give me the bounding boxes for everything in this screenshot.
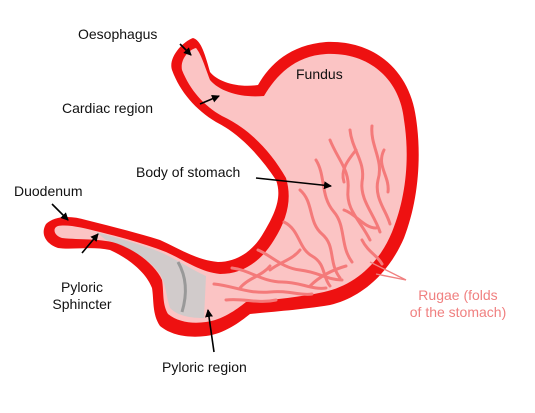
label-pyloric-sphincter-line1: Pyloric (60, 279, 103, 295)
pyloric-sphincter-region (96, 232, 206, 318)
label-rugae-line2: of the stomach) (409, 304, 507, 320)
pyloric-sphincter-ring (176, 261, 187, 313)
label-body-of-stomach: Body of stomach (136, 164, 241, 180)
pointer-duodenum (51, 203, 69, 221)
label-pyloric-region: Pyloric region (162, 359, 247, 375)
pointer-body-of-stomach (255, 177, 332, 190)
label-duodenum: Duodenum (14, 183, 83, 199)
pointer-pyloric-region (205, 309, 215, 353)
rugae-folds (212, 124, 392, 303)
label-fundus: Fundus (296, 66, 343, 82)
pointer-cardiac-region (199, 95, 220, 105)
label-pyloric-sphincter: Pyloric Sphincter (46, 279, 118, 313)
label-rugae-line1: Rugae (folds (418, 287, 498, 303)
label-rugae: Rugae (folds of the stomach) (400, 287, 516, 321)
label-pyloric-sphincter-line2: Sphincter (52, 296, 112, 312)
label-cardiac-region: Cardiac region (62, 100, 154, 116)
label-oesophagus: Oesophagus (78, 26, 158, 42)
pointer-rugae-lower (375, 273, 407, 281)
pointer-pyloric-sphincter (81, 233, 99, 254)
pointer-rugae-upper (369, 261, 407, 281)
pointer-oesophagus (179, 43, 192, 56)
